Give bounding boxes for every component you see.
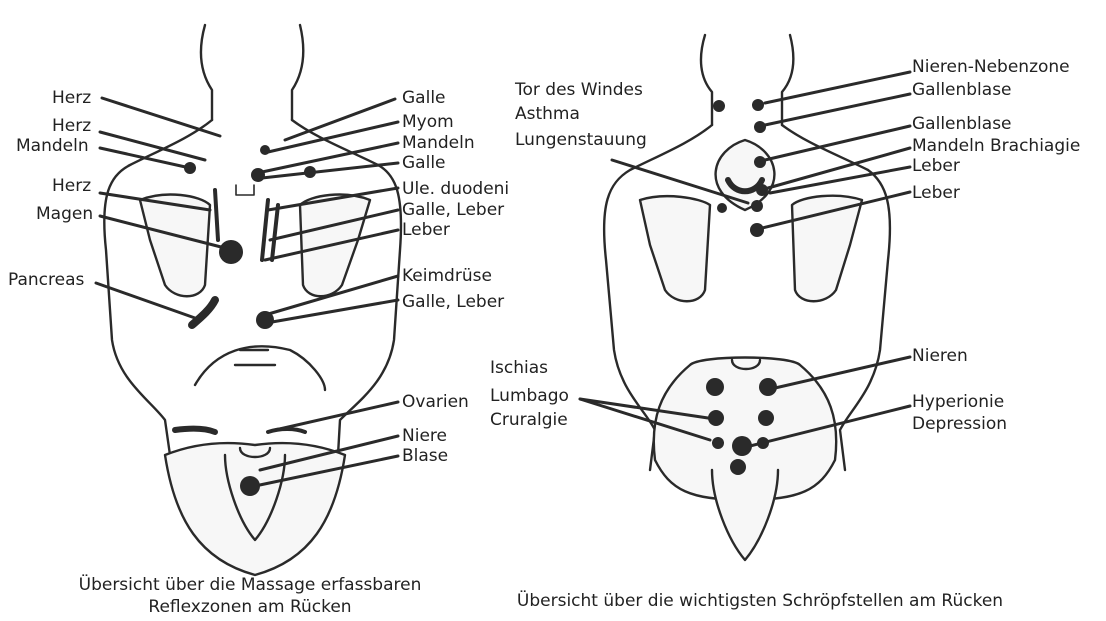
label-galle-2: Galle [402,153,446,173]
right-caption: Übersicht über die wichtigsten Schröpfst… [480,590,1040,612]
label-magen: Magen [36,204,93,224]
label-nieren: Nieren [912,346,968,366]
label-myom: Myom [402,112,454,132]
right-head-outline [701,35,793,125]
label-herz-3: Herz [52,176,91,196]
left-back-figure [96,25,401,575]
label-mandeln-brachiagie: Mandeln Brachiagie [912,136,1080,156]
label-ovarien: Ovarien [402,392,469,412]
label-herz-2: Herz [52,116,91,136]
label-leber-2: Leber [912,183,960,203]
left-caption: Übersicht über die Massage erfassbaren R… [40,574,460,618]
label-galle-leber-2: Galle, Leber [402,292,504,312]
left-pelvis [165,443,345,575]
label-asthma: Asthma [515,104,580,124]
label-gallenblase-2: Gallenblase [912,114,1012,134]
label-mandeln-right: Mandeln [402,133,475,153]
label-mandeln-left: Mandeln [16,136,89,156]
label-gallenblase-1: Gallenblase [912,80,1012,100]
label-cruralgie: Cruralgie [490,410,568,430]
label-lumbago: Lumbago [490,386,569,406]
label-herz-1: Herz [52,88,91,108]
right-back-figure [580,35,910,560]
label-leber: Leber [402,220,450,240]
left-head-outline [201,25,303,120]
label-ischias: Ischias [490,358,548,378]
label-tor-des-windes: Tor des Windes [515,80,643,100]
label-nieren-nebenzone: Nieren-Nebenzone [912,57,1070,77]
label-keimdruese: Keimdrüse [402,266,492,286]
label-hyperionie: Hyperionie [912,392,1004,412]
label-pancreas: Pancreas [8,270,84,290]
label-ule-duodeni: Ule. duodeni [402,179,509,199]
label-lungenstauung: Lungenstauung [515,130,647,150]
label-galle-1: Galle [402,88,446,108]
label-galle-leber-1: Galle, Leber [402,200,504,220]
label-leber-1: Leber [912,156,960,176]
label-depression: Depression [912,414,1007,434]
label-blase: Blase [402,446,448,466]
label-niere: Niere [402,426,447,446]
